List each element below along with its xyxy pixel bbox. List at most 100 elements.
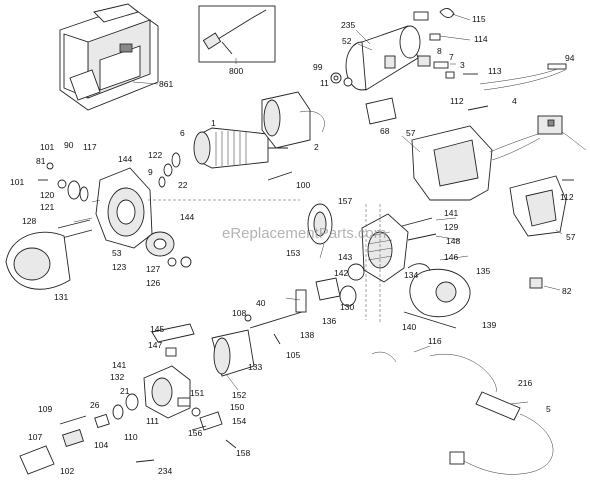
label-4: 4 xyxy=(512,96,517,106)
clamp-parts xyxy=(19,393,139,475)
armature xyxy=(193,127,288,169)
label-81: 81 xyxy=(36,156,46,166)
label-128: 128 xyxy=(22,216,36,226)
handle-half xyxy=(411,125,493,201)
label-133: 133 xyxy=(248,362,262,372)
carry-case xyxy=(59,3,159,111)
label-141-left: 141 xyxy=(112,360,126,370)
label-143: 143 xyxy=(338,252,352,262)
label-card xyxy=(365,97,397,125)
blade-guard xyxy=(5,231,71,290)
label-116: 116 xyxy=(428,336,442,346)
watermark-text: eReplacementParts.com xyxy=(222,225,386,242)
clip xyxy=(529,277,543,289)
label-52: 52 xyxy=(342,36,352,46)
label-5: 5 xyxy=(546,404,551,414)
label-109: 109 xyxy=(38,404,52,414)
crank-parts xyxy=(315,217,437,307)
label-107: 107 xyxy=(28,432,42,442)
label-136: 136 xyxy=(322,316,336,326)
label-144-top: 144 xyxy=(118,154,132,164)
label-113: 113 xyxy=(488,66,502,76)
label-57-right: 57 xyxy=(566,232,576,242)
label-6: 6 xyxy=(180,128,185,138)
label-114: 114 xyxy=(474,34,488,44)
label-157: 157 xyxy=(338,196,352,206)
label-105: 105 xyxy=(286,350,300,360)
screws-140 xyxy=(365,204,457,329)
label-861: 861 xyxy=(159,79,173,89)
label-141-right: 141 xyxy=(444,208,458,218)
label-158: 158 xyxy=(236,448,250,458)
label-40: 40 xyxy=(256,298,266,308)
label-7: 7 xyxy=(449,52,454,62)
label-145: 145 xyxy=(150,324,164,334)
label-111: 111 xyxy=(146,416,159,426)
label-112-top: 112 xyxy=(450,96,464,106)
label-216: 216 xyxy=(518,378,532,388)
label-132: 132 xyxy=(110,372,124,382)
label-139: 139 xyxy=(482,320,496,330)
label-1: 1 xyxy=(211,118,216,128)
label-235: 235 xyxy=(341,20,355,30)
label-140: 140 xyxy=(402,322,416,332)
label-126: 126 xyxy=(146,278,160,288)
field-coil xyxy=(261,91,325,149)
label-120: 120 xyxy=(40,190,54,200)
crank-housing xyxy=(361,213,409,283)
label-148: 148 xyxy=(446,236,460,246)
label-800: 800 xyxy=(229,66,243,76)
label-21: 21 xyxy=(120,386,130,396)
label-134: 134 xyxy=(404,270,418,280)
label-234: 234 xyxy=(158,466,172,476)
label-8: 8 xyxy=(437,46,442,56)
front-housing xyxy=(211,329,255,377)
label-122: 122 xyxy=(148,150,162,160)
label-22: 22 xyxy=(178,180,188,190)
plunger-shaft xyxy=(244,289,307,345)
label-154: 154 xyxy=(232,416,246,426)
label-135: 135 xyxy=(476,266,490,276)
label-127: 127 xyxy=(146,264,160,274)
label-117: 117 xyxy=(83,142,97,152)
gear-housing xyxy=(95,167,153,249)
label-123: 123 xyxy=(112,262,126,272)
label-129: 129 xyxy=(444,222,458,232)
label-100: 100 xyxy=(296,180,310,190)
blade-clamp-housing xyxy=(143,365,191,419)
part-labels: 861 800 235 52 115 114 99 11 8 7 3 113 9… xyxy=(10,14,576,476)
gear xyxy=(145,231,192,268)
label-144-mid: 144 xyxy=(180,212,194,222)
label-130: 130 xyxy=(340,302,354,312)
crank-cover xyxy=(409,268,471,318)
label-115: 115 xyxy=(472,14,486,24)
blade-set xyxy=(198,5,276,63)
label-108: 108 xyxy=(232,308,246,318)
small-parts-left xyxy=(38,162,93,239)
label-110: 110 xyxy=(124,432,138,442)
label-112-right: 112 xyxy=(560,192,574,202)
label-94: 94 xyxy=(565,53,575,63)
label-150: 150 xyxy=(230,402,244,412)
label-152: 152 xyxy=(232,390,246,400)
label-57-top: 57 xyxy=(406,128,416,138)
label-9: 9 xyxy=(148,167,153,177)
field-housing xyxy=(345,25,421,91)
label-142: 142 xyxy=(334,268,348,278)
bearing-rings xyxy=(158,152,181,188)
label-102: 102 xyxy=(60,466,74,476)
power-cord xyxy=(371,351,554,475)
screw xyxy=(467,105,489,111)
label-101-top: 101 xyxy=(40,142,54,152)
label-99: 99 xyxy=(313,62,323,72)
label-82: 82 xyxy=(562,286,572,296)
leader-lines xyxy=(73,13,563,405)
label-146: 146 xyxy=(444,252,458,262)
label-53: 53 xyxy=(112,248,122,258)
label-68: 68 xyxy=(380,126,390,136)
label-90: 90 xyxy=(64,140,74,150)
label-121: 121 xyxy=(40,202,54,212)
label-2: 2 xyxy=(314,142,319,152)
